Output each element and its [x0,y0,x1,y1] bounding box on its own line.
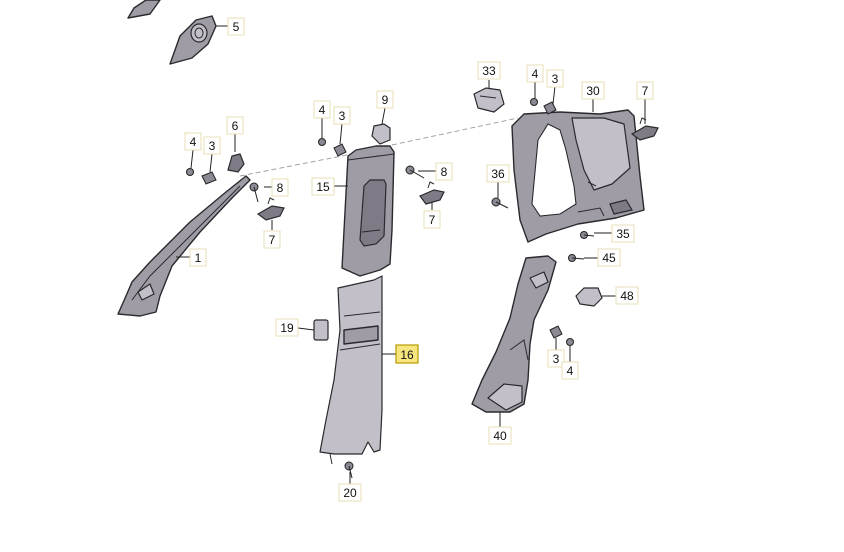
part-30-c-pillar-trim[interactable] [511,109,645,243]
callout-7[interactable]: 7 [423,210,441,229]
callout-33[interactable]: 33 [477,61,501,80]
leader-lines [176,25,646,484]
part-15-b-pillar-upper-trim[interactable] [341,145,395,277]
callout-30[interactable]: 30 [581,81,605,100]
svg-text:15: 15 [316,180,330,194]
svg-text:7: 7 [269,233,276,247]
part-48-clip[interactable] [575,287,603,307]
callout-3[interactable]: 3 [333,106,351,125]
callout-1[interactable]: 1 [189,248,207,267]
callout-4[interactable]: 4 [561,361,579,380]
svg-text:30: 30 [586,84,600,98]
svg-text:8: 8 [277,181,284,195]
callout-45[interactable]: 45 [597,248,621,267]
svg-text:4: 4 [190,135,197,149]
part-7-cover-mid[interactable] [419,181,445,205]
part-9-clip[interactable] [371,123,391,145]
svg-text:8: 8 [441,165,448,179]
svg-text:3: 3 [552,72,559,86]
svg-text:6: 6 [232,119,239,133]
clip-3-right-top[interactable] [543,101,557,115]
svg-text:4: 4 [567,364,574,378]
svg-text:20: 20 [343,486,357,500]
svg-text:3: 3 [339,109,346,123]
callout-3[interactable]: 3 [203,136,221,155]
callout-3[interactable]: 3 [547,349,565,368]
svg-text:48: 48 [620,289,634,303]
svg-text:3: 3 [553,352,560,366]
svg-text:36: 36 [491,167,505,181]
screw-4-mid[interactable] [318,138,326,146]
screw-4-left[interactable] [186,168,194,176]
screw-36[interactable] [491,197,509,209]
screw-8-left[interactable] [249,182,259,203]
callout-20[interactable]: 20 [338,483,362,502]
callout-7[interactable]: 7 [636,81,654,100]
callout-19[interactable]: 19 [275,318,299,337]
callout-5[interactable]: 5 [227,17,245,36]
svg-text:16: 16 [400,348,414,362]
part-40-lower-rear-trim[interactable] [471,255,557,413]
svg-text:3: 3 [209,139,216,153]
part-19-clip[interactable] [313,319,329,341]
clip-3-left[interactable] [201,171,217,185]
callout-9[interactable]: 9 [376,90,394,109]
callout-35[interactable]: 35 [611,224,635,243]
callout-48[interactable]: 48 [615,286,639,305]
svg-text:35: 35 [616,227,630,241]
screw-35[interactable] [580,231,595,239]
callout-36[interactable]: 36 [486,164,510,183]
callout-7[interactable]: 7 [263,230,281,249]
part-5-speaker-cover[interactable] [127,0,217,65]
svg-text:1: 1 [195,251,202,265]
svg-text:5: 5 [233,20,240,34]
screw-45[interactable] [568,254,585,262]
screw-4-lower[interactable] [566,338,574,346]
clip-3-mid[interactable] [333,143,347,157]
part-6-clip[interactable] [227,153,245,173]
callout-15[interactable]: 15 [311,177,335,196]
callout-40[interactable]: 40 [488,426,512,445]
svg-text:7: 7 [429,213,436,227]
svg-text:4: 4 [532,67,539,81]
svg-text:33: 33 [482,64,496,78]
callout-8[interactable]: 8 [271,178,289,197]
svg-text:4: 4 [319,103,326,117]
part-16-b-pillar-lower-trim[interactable] [319,275,383,465]
callout-4[interactable]: 4 [184,132,202,151]
screw-4-right-top[interactable] [530,98,538,106]
svg-text:7: 7 [642,84,649,98]
part-7-cover-left[interactable] [256,197,285,221]
alignment-lines [239,117,519,177]
part-33-bracket[interactable] [473,87,505,113]
svg-text:9: 9 [382,93,389,107]
callout-3[interactable]: 3 [546,69,564,88]
clip-3-lower[interactable] [549,325,563,339]
callout-16-highlighted[interactable]: 16 [395,344,419,364]
part-1-a-pillar-trim[interactable] [117,175,251,317]
callout-labels: 5 33 4 3 30 7 9 4 [184,17,654,502]
callout-4[interactable]: 4 [313,100,331,119]
callout-4[interactable]: 4 [526,64,544,83]
svg-text:40: 40 [493,429,507,443]
svg-text:45: 45 [602,251,616,265]
callout-8[interactable]: 8 [435,162,453,181]
screw-8-mid[interactable] [405,165,425,179]
callout-6[interactable]: 6 [226,116,244,135]
screw-20[interactable] [344,461,354,479]
svg-text:19: 19 [280,321,294,335]
